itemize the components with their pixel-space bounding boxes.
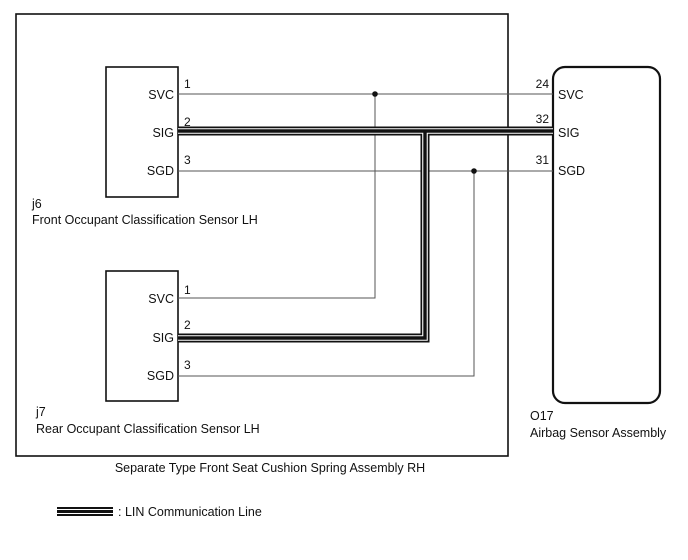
airbag-pin-label-svc: SVC (558, 88, 584, 102)
airbag-assembly-box (551, 65, 662, 405)
sgd-wire (178, 168, 553, 377)
rear-sensor-pin-label-sgd: SGD (147, 369, 174, 383)
airbag-pin-number-31: 31 (536, 153, 550, 167)
svc-junction-dot (372, 91, 378, 97)
airbag-pin-number-32: 32 (536, 112, 550, 126)
airbag-pin-number-24: 24 (536, 77, 550, 91)
sgd-junction-dot (471, 168, 477, 174)
rear-sensor-pin-number-2: 2 (184, 318, 191, 332)
front-sensor-pin-label-svc: SVC (148, 88, 174, 102)
rear-sensor-name: Rear Occupant Classification Sensor LH (36, 422, 260, 436)
legend: : LIN Communication Line (57, 505, 262, 519)
airbag-assembly-name: Airbag Sensor Assembly (530, 426, 667, 440)
svc-wire (178, 91, 553, 299)
airbag-pin-label-sgd: SGD (558, 164, 585, 178)
rear-sensor-box (105, 270, 179, 402)
front-sensor-pin-number-2: 2 (184, 115, 191, 129)
rear-sensor-pin-label-svc: SVC (148, 292, 174, 306)
enclosure-caption: Separate Type Front Seat Cushion Spring … (115, 461, 425, 475)
airbag-pin-label-sig: SIG (558, 126, 580, 140)
front-sensor-code: j6 (31, 197, 42, 211)
front-sensor-pin-label-sgd: SGD (147, 164, 174, 178)
rear-sensor-pin-label-sig: SIG (152, 331, 174, 345)
sig-lin-line (178, 126, 553, 343)
front-sensor-pin-number-3: 3 (184, 153, 191, 167)
front-sensor-name: Front Occupant Classification Sensor LH (32, 213, 258, 227)
lin-line-legend-swatch (57, 507, 113, 516)
rear-sensor-pin-number-3: 3 (184, 358, 191, 372)
lin-line-legend-label: : LIN Communication Line (118, 505, 262, 519)
rear-sensor-code: j7 (35, 405, 46, 419)
airbag-assembly-code: O17 (530, 409, 554, 423)
seat-cushion-enclosure (15, 13, 509, 457)
front-sensor-box (105, 66, 179, 198)
front-sensor-pin-number-1: 1 (184, 77, 191, 91)
rear-sensor-pin-number-1: 1 (184, 283, 191, 297)
front-sensor-pin-label-sig: SIG (152, 126, 174, 140)
